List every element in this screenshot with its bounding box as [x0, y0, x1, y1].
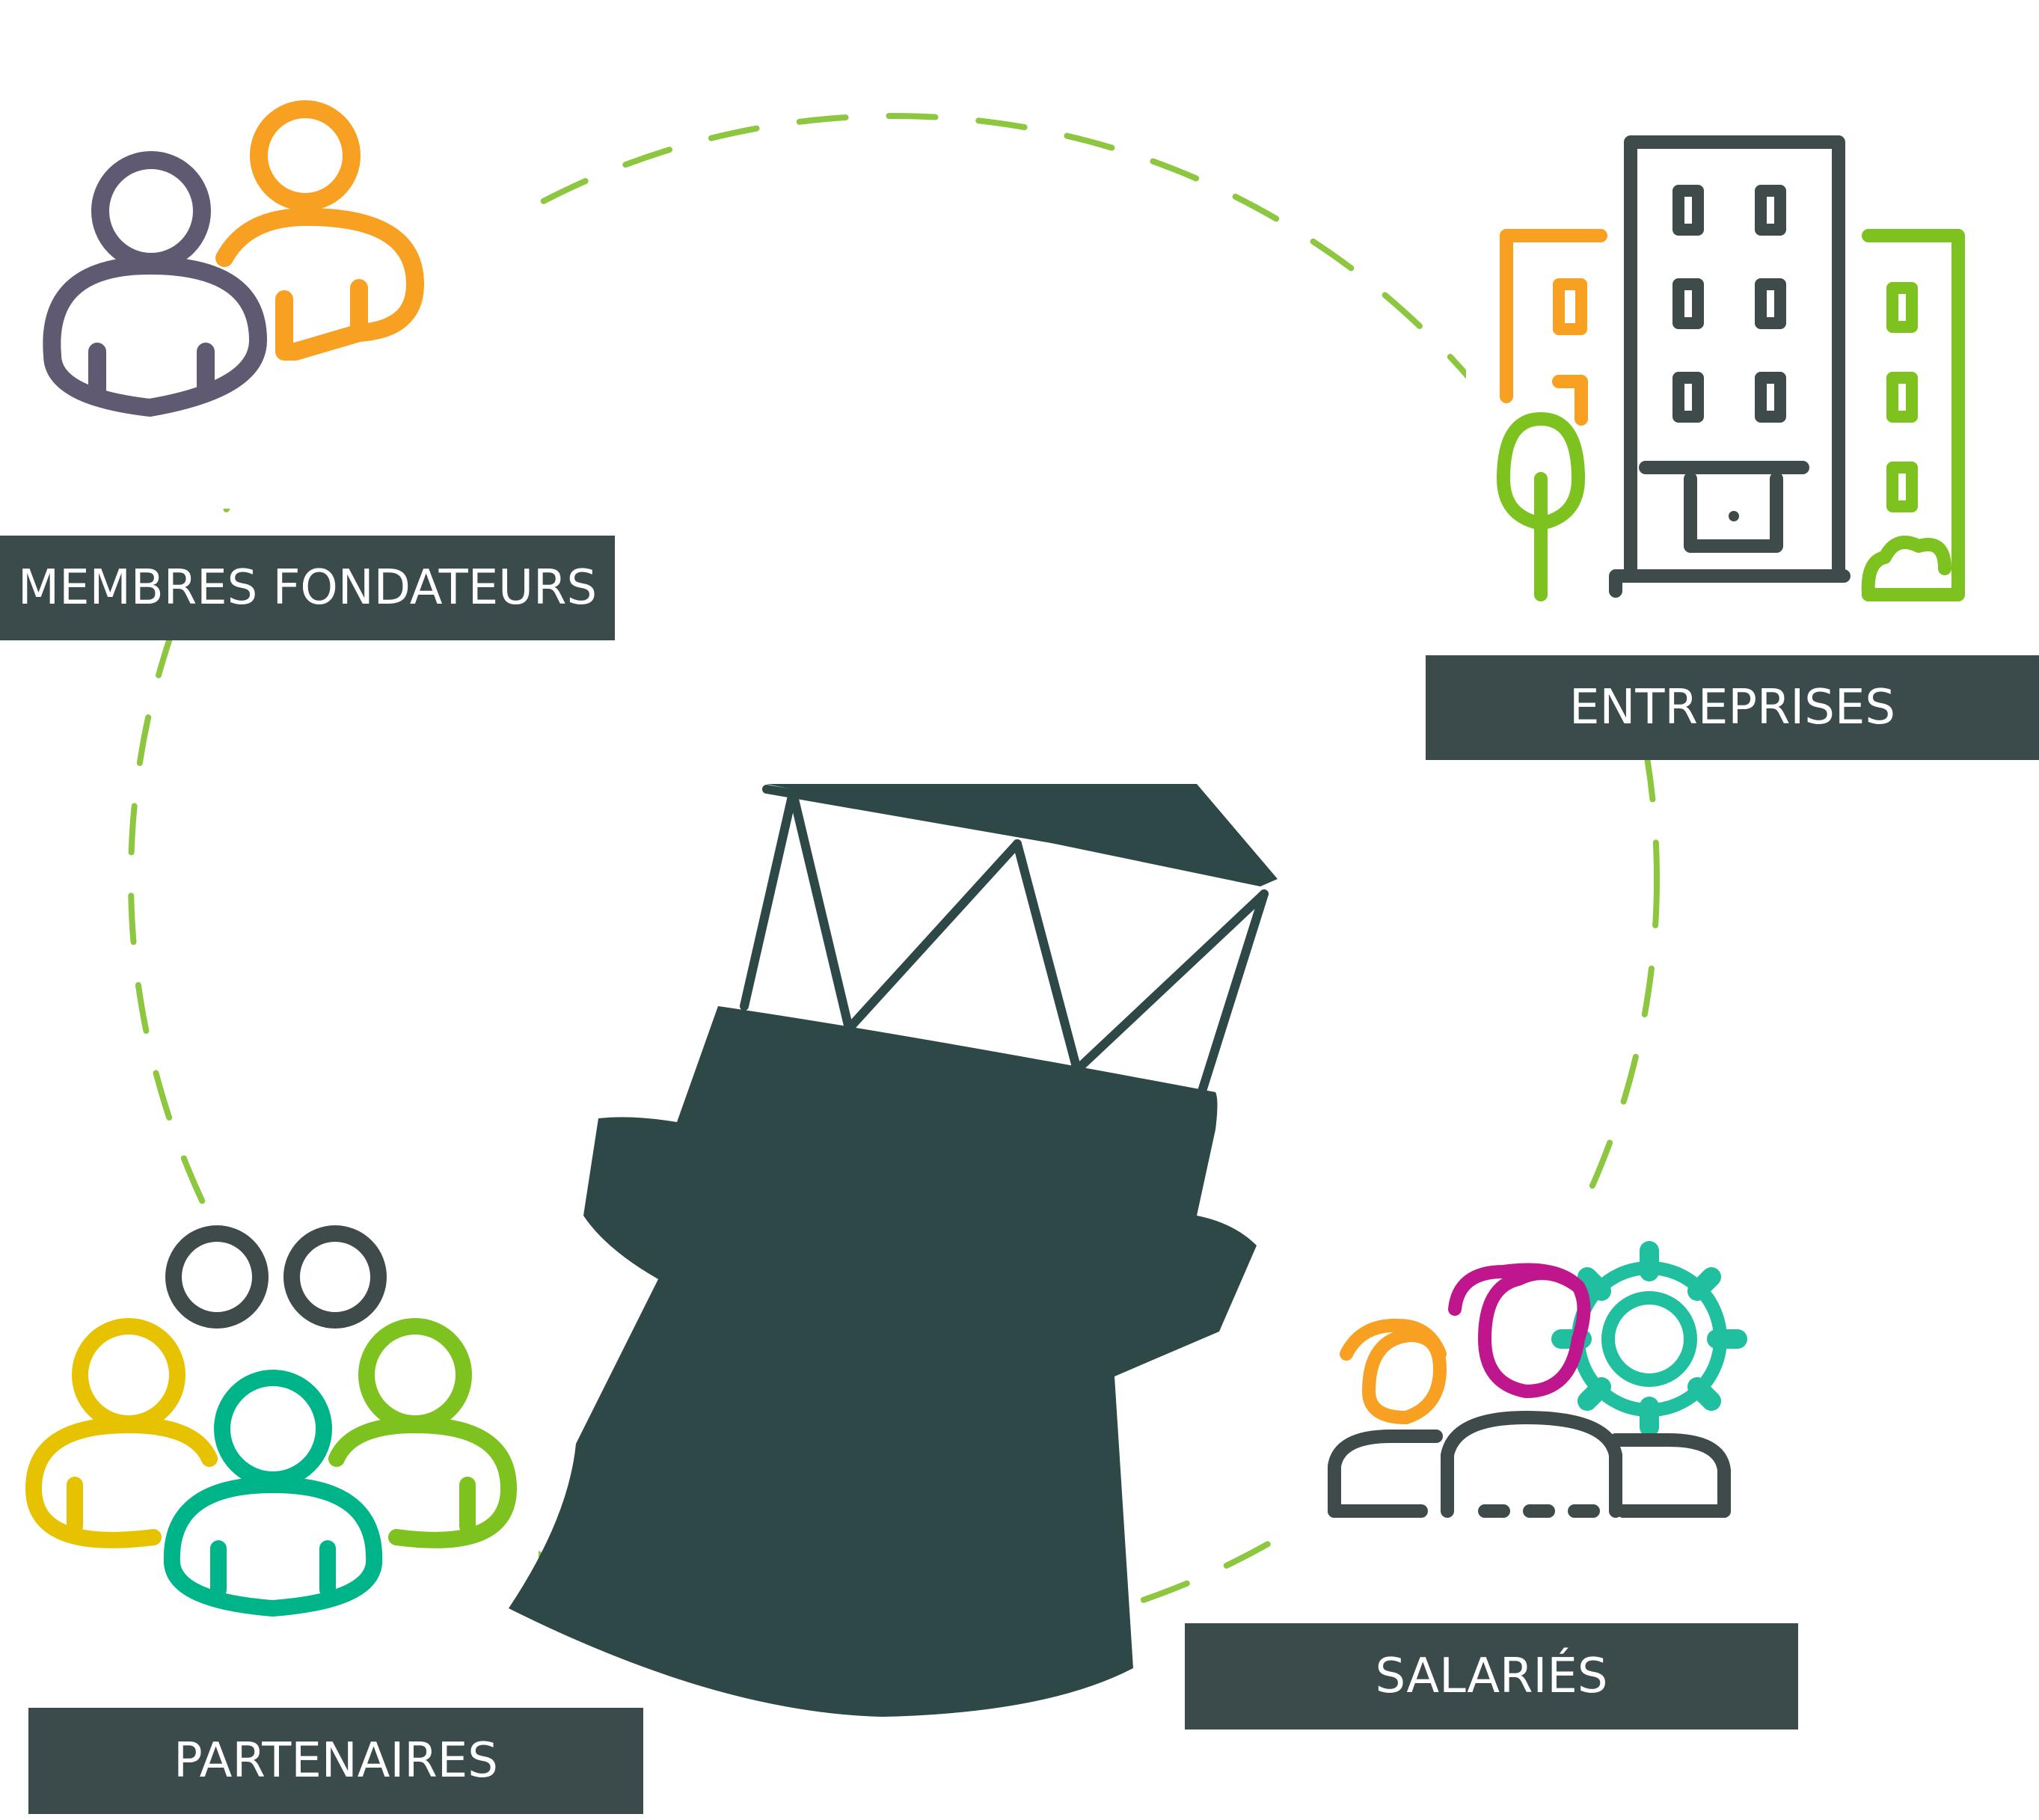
label-entreprises-text: ENTREPRISES: [1569, 680, 1895, 735]
group-people-icon: [25, 1225, 517, 1617]
label-membres-fondateurs: MEMBRES FONDATEURS: [0, 536, 615, 640]
label-entreprises: ENTREPRISES: [1426, 655, 2039, 760]
office-buildings-icon: [1497, 135, 1965, 601]
label-salaries: SALARIÉS: [1185, 1623, 1798, 1729]
label-salaries-text: SALARIÉS: [1375, 1649, 1608, 1704]
two-people-icon: [43, 100, 424, 417]
employees-gear-icon: [1328, 1241, 1747, 1518]
label-membres-fondateurs-text: MEMBRES FONDATEURS: [17, 560, 598, 616]
lighthouse-icon: [509, 784, 1278, 1717]
label-partenaires: PARTENAIRES: [28, 1708, 643, 1814]
label-partenaires-text: PARTENAIRES: [174, 1733, 498, 1789]
